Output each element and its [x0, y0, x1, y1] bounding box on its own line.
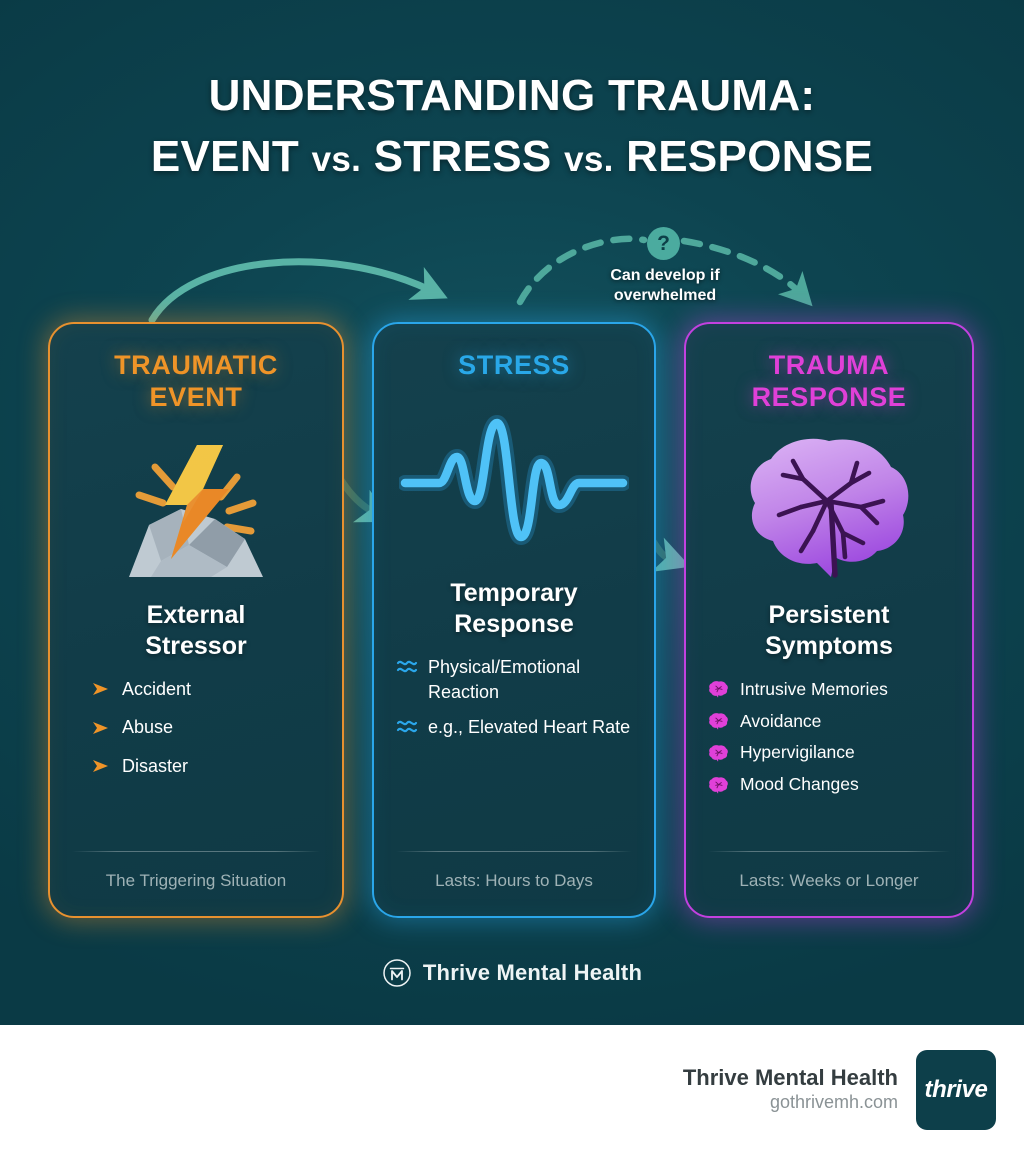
list-item: Intrusive Memories [708, 677, 950, 702]
list-item: Disaster [90, 754, 320, 780]
list-item: Avoidance [708, 709, 950, 734]
card-divider [72, 851, 320, 852]
card-heading-stress: Temporary Response [392, 578, 636, 641]
card-title-traumatic-event: TRAUMATIC EVENT [68, 350, 324, 414]
card-trauma-response[interactable]: TRAUMA RESPONSE [684, 322, 974, 918]
list-item: Abuse [90, 715, 320, 741]
card-title-line-1: TRAUMATIC [114, 350, 278, 380]
page-title: UNDERSTANDING TRAUMA: EVENT vs. STRESS v… [0, 66, 1024, 187]
orange-triangle-icon [90, 755, 112, 778]
list-item: Physical/Emotional Reaction [396, 655, 632, 706]
list-item-label: Intrusive Memories [740, 678, 888, 699]
list-item: e.g., Elevated Heart Rate [396, 715, 632, 741]
card-title-trauma-response: TRAUMA RESPONSE [704, 350, 954, 414]
title-line-2: EVENT vs. STRESS vs. RESPONSE [0, 127, 1024, 188]
footer-logo-text: thrive [924, 1075, 988, 1103]
icon-zone-event [68, 414, 324, 600]
brand-line: Thrive Mental Health [0, 958, 1024, 988]
brand-name: Thrive Mental Health [422, 960, 643, 985]
card-heading-line-1: External [146, 600, 246, 629]
card-title-stress: STRESS [392, 350, 636, 382]
card-title-line-1: STRESS [458, 350, 570, 380]
arrow-event-to-stress-top [148, 258, 448, 324]
title-response: RESPONSE [613, 131, 874, 181]
list-item: Accident [90, 677, 320, 703]
card-heading-line-2: Symptoms [765, 632, 893, 661]
footer-url[interactable]: gothrivemh.com [769, 1091, 898, 1112]
title-vs-2: vs. [564, 139, 614, 179]
title-stress: STRESS [361, 131, 565, 181]
list-item: Hypervigilance [708, 740, 950, 765]
thrive-monogram-icon [383, 959, 411, 987]
list-item: Mood Changes [708, 772, 950, 797]
card-title-line-1: TRAUMA [768, 350, 890, 380]
footer-company-name: Thrive Mental Health [682, 1064, 898, 1090]
title-vs-1: vs. [311, 139, 362, 179]
connector-label-line-2: overwhelmed [613, 286, 717, 304]
poster-panel: UNDERSTANDING TRAUMA: EVENT vs. STRESS v… [0, 0, 1024, 1025]
card-title-line-2: EVENT [149, 381, 243, 412]
footer-logo: thrive [916, 1049, 996, 1130]
icon-zone-stress [392, 382, 636, 578]
lightning-strike-rocks-icon [129, 444, 263, 577]
list-item-label: Physical/Emotional Reaction [428, 656, 581, 703]
card-heading-line-2: Response [454, 610, 574, 639]
title-line-1: UNDERSTANDING TRAUMA: [208, 71, 816, 120]
card-footnote-response: Lasts: Weeks or Longer [739, 871, 919, 890]
card-stress[interactable]: STRESS Temporary Response [372, 322, 656, 918]
cards-row: TRAUMATIC EVENT [0, 322, 1024, 918]
list-item-label: Accident [122, 678, 192, 699]
card-title-line-2: RESPONSE [751, 381, 907, 412]
card-footnote-event: The Triggering Situation [105, 871, 287, 890]
orange-triangle-icon [90, 716, 112, 739]
bullets-response: Intrusive Memories Avoidance Hypervigila… [704, 677, 954, 851]
bullets-stress: Physical/Emotional Reaction e.g., Elevat… [392, 655, 636, 851]
list-item-label: e.g., Elevated Heart Rate [428, 716, 631, 737]
card-divider [396, 851, 632, 852]
footer-bar: Thrive Mental Health gothrivemh.com thri… [0, 1025, 1024, 1154]
footer-text-block: Thrive Mental Health gothrivemh.com [683, 1065, 898, 1114]
blue-waves-icon [396, 656, 418, 679]
orange-triangle-icon [90, 678, 112, 701]
card-traumatic-event[interactable]: TRAUMATIC EVENT [48, 322, 344, 918]
card-heading-event: External Stressor [68, 600, 324, 663]
list-item-label: Mood Changes [740, 774, 859, 795]
list-item-label: Abuse [122, 717, 174, 738]
card-heading-line-1: Temporary [450, 578, 578, 607]
card-divider [708, 851, 950, 852]
title-event: EVENT [150, 131, 312, 181]
card-heading-line-2: Stressor [145, 632, 247, 661]
magenta-brain-icon [708, 773, 730, 796]
bullets-event: Accident Abuse Disaster [68, 677, 324, 851]
blue-waves-icon [396, 716, 418, 739]
pulse-waveform-icon [399, 414, 629, 545]
magenta-brain-icon [708, 678, 730, 701]
magenta-brain-icon [708, 710, 730, 733]
icon-zone-response [704, 414, 954, 600]
list-item-label: Disaster [122, 755, 189, 776]
card-footnote-stress: Lasts: Hours to Days [435, 871, 593, 890]
list-item-label: Hypervigilance [740, 742, 855, 763]
card-heading-line-1: Persistent [768, 600, 890, 629]
magenta-brain-icon [708, 741, 730, 764]
connector-label: Can develop if overwhelmed [575, 266, 755, 305]
cracked-brain-icon [750, 438, 909, 578]
question-mark-badge: ? [647, 227, 680, 260]
connector-label-line-1: Can develop if [610, 267, 720, 284]
list-item-label: Avoidance [740, 710, 822, 731]
card-heading-response: Persistent Symptoms [704, 600, 954, 663]
